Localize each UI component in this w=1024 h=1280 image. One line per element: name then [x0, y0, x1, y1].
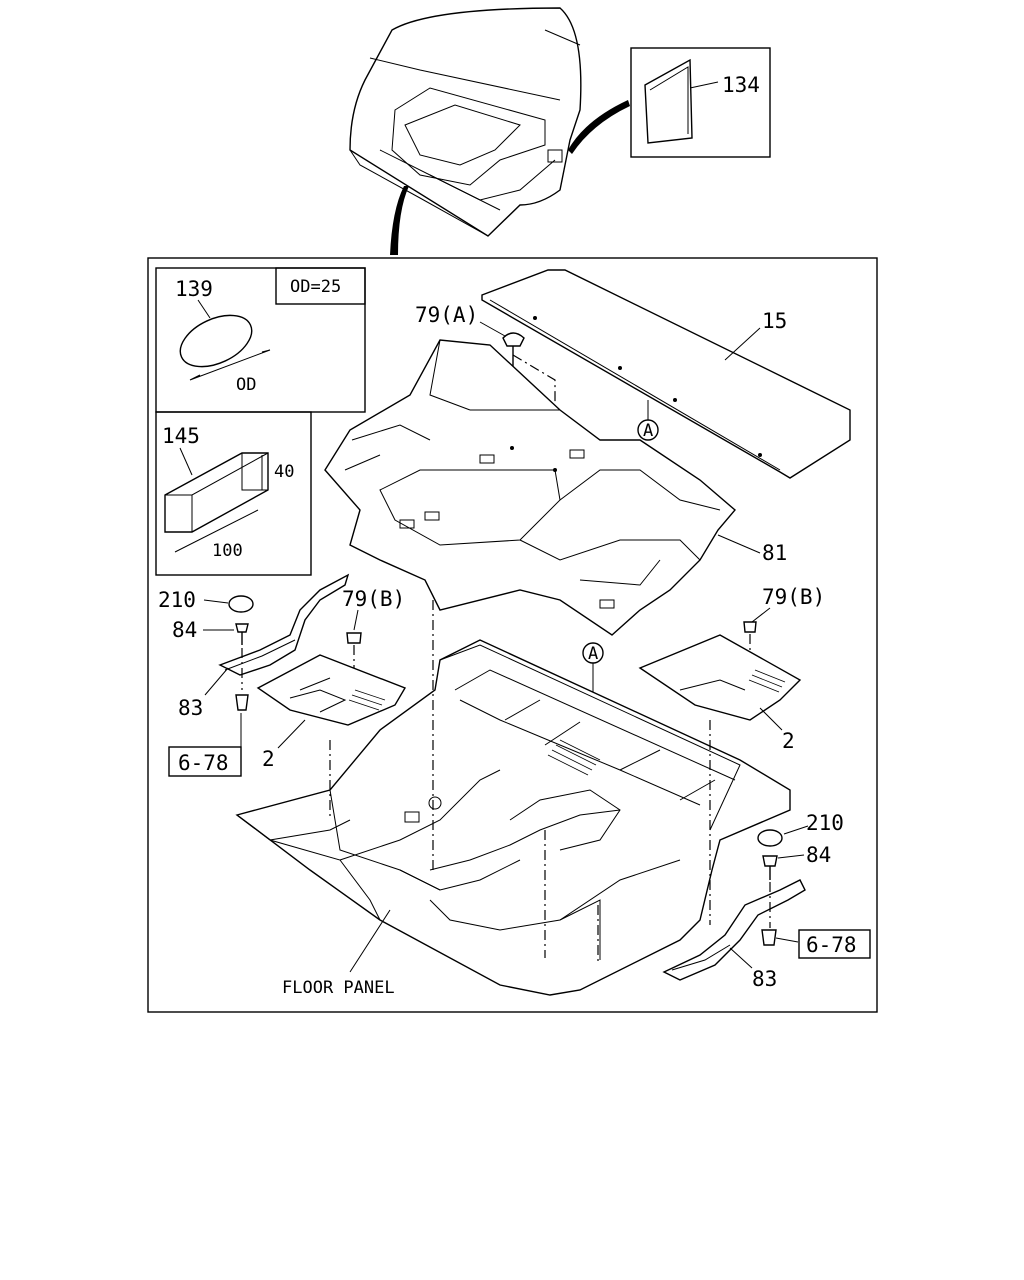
label-a-top: A [643, 421, 653, 441]
label-210-right: 210 [806, 811, 844, 835]
floor-panel: FLOOR PANEL [235, 639, 791, 998]
label-84-left: 84 [172, 618, 197, 642]
arrow-to-134 [568, 100, 630, 154]
label-210-left: 210 [158, 588, 196, 612]
label-2-right: 2 [782, 729, 795, 753]
arrow-to-floor [390, 186, 409, 255]
part-2-right: 2 [638, 634, 802, 753]
inset-139: OD=25 139 OD [155, 267, 366, 413]
main-frame [147, 257, 878, 1013]
label-od: OD [236, 375, 256, 395]
label-139: 139 [175, 277, 213, 301]
alignment-lines [329, 600, 711, 965]
right-bracket-group: 210 84 6-78 83 [662, 811, 871, 991]
label-145: 145 [162, 424, 200, 448]
left-bracket-group: 210 84 83 6-78 [158, 573, 350, 777]
part-81: 81 [324, 339, 787, 636]
marker-a-top: A [637, 400, 659, 441]
inset-145: 145 40 100 [155, 411, 312, 576]
label-dim-100: 100 [212, 541, 243, 561]
part-79b-left: 79(B) [342, 587, 405, 668]
part-79b-right: 79(B) [743, 585, 825, 650]
label-83-right: 83 [752, 967, 777, 991]
label-79b-left: 79(B) [342, 587, 405, 611]
label-83-left: 83 [178, 696, 203, 720]
cab-overview [349, 7, 582, 237]
label-134: 134 [722, 73, 760, 97]
label-81: 81 [762, 541, 787, 565]
label-2-left: 2 [262, 747, 275, 771]
label-79b-right: 79(B) [762, 585, 825, 609]
label-6-78-right: 6-78 [806, 933, 857, 957]
part-15: 15 [481, 269, 851, 479]
insulator-134-box: 134 [630, 47, 771, 158]
label-od-25: OD=25 [290, 277, 341, 297]
label-84-right: 84 [806, 843, 831, 867]
part-79a: 79(A) [415, 303, 556, 470]
label-6-78-left: 6-78 [178, 751, 229, 775]
ref-box-6-78-right [798, 929, 871, 959]
label-dim-40: 40 [274, 462, 294, 482]
label-floor-panel: FLOOR PANEL [282, 978, 395, 998]
ref-box-6-78-left [168, 746, 242, 777]
label-15: 15 [762, 309, 787, 333]
label-a-floor: A [588, 644, 598, 664]
label-79a: 79(A) [415, 303, 478, 327]
part-2-left: 2 [256, 654, 407, 771]
